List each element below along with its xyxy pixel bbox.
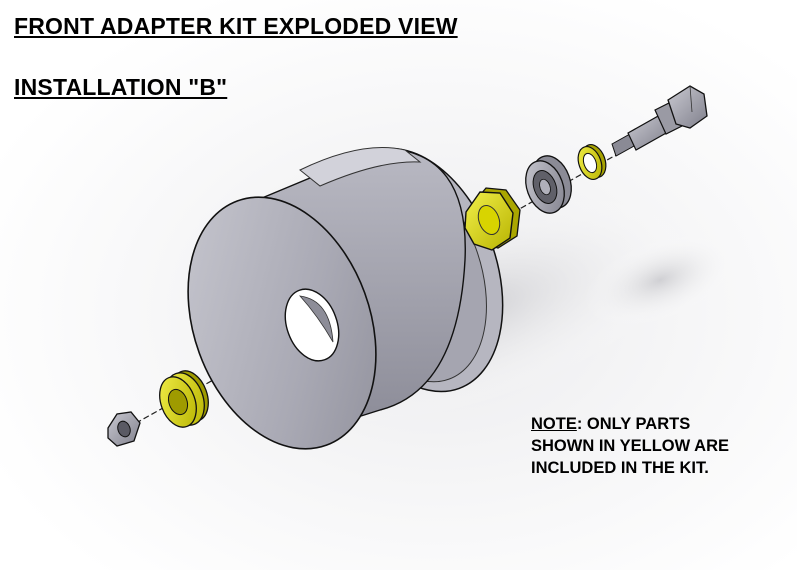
diagram-title: FRONT ADAPTER KIT EXPLODED VIEW: [14, 13, 458, 39]
threaded-shaft: [611, 85, 708, 157]
spacer-ring: [577, 143, 607, 181]
note-line-2: SHOWN IN YELLOW ARE: [531, 437, 729, 455]
kit-note: NOTE: ONLY PARTS SHOWN IN YELLOW ARE INC…: [531, 413, 729, 479]
note-label: NOTE: [531, 415, 577, 433]
diagram-subtitle: INSTALLATION "B": [14, 74, 228, 100]
bearing: [525, 155, 572, 214]
pulley: [187, 147, 504, 450]
washer-stack: [159, 370, 209, 428]
hex-nut-large: [464, 187, 521, 251]
parts-shadow: [583, 233, 737, 327]
note-line-3: INCLUDED IN THE KIT.: [531, 459, 709, 477]
nut-small: [107, 411, 141, 447]
note-line-1: : ONLY PARTS: [576, 415, 691, 433]
